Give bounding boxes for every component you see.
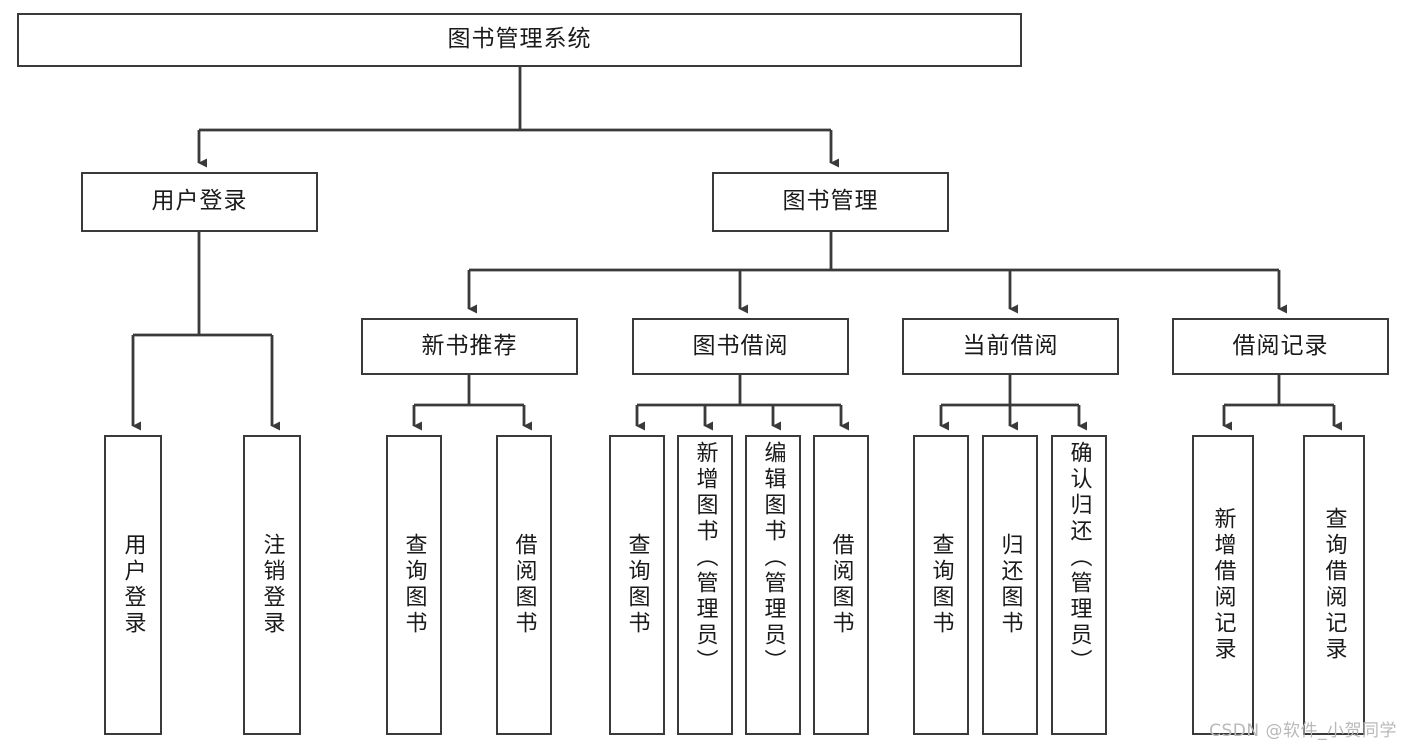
node-book-management[interactable]: 图书管理 <box>712 172 949 232</box>
leaf-record-add-borrow-record[interactable]: 新增借阅记录 <box>1192 435 1254 735</box>
node-current-borrow[interactable]: 当前借阅 <box>902 318 1119 375</box>
node-borrow-record[interactable]: 借阅记录 <box>1172 318 1389 375</box>
leaf-new-book-borrow-book[interactable]: 借阅图书 <box>496 435 552 735</box>
leaf-borrow-query-book-label: 查询图书 <box>624 533 650 637</box>
leaf-current-confirm-return-admin[interactable]: 确认归还（管理员） <box>1051 435 1107 735</box>
leaf-record-query-borrow-record-label: 查询借阅记录 <box>1321 507 1347 663</box>
csdn-watermark: CSDN @软件_小贺同学 <box>1209 721 1397 741</box>
leaf-borrow-borrow-book-label: 借阅图书 <box>828 533 854 637</box>
leaf-new-book-query-book-label: 查询图书 <box>401 533 427 637</box>
leaf-borrow-edit-book-admin[interactable]: 编辑图书（管理员） <box>745 435 801 735</box>
leaf-user-login-logout[interactable]: 注销登录 <box>243 435 301 735</box>
node-book-borrow[interactable]: 图书借阅 <box>632 318 849 375</box>
leaf-user-login-logout-label: 注销登录 <box>259 533 285 637</box>
leaf-new-book-query-book[interactable]: 查询图书 <box>386 435 442 735</box>
leaf-borrow-add-book-admin-label: 新增图书（管理员） <box>692 441 718 675</box>
leaf-borrow-borrow-book[interactable]: 借阅图书 <box>813 435 869 735</box>
leaf-current-query-book-label: 查询图书 <box>928 533 954 637</box>
leaf-borrow-edit-book-admin-label: 编辑图书（管理员） <box>760 441 786 675</box>
leaf-new-book-borrow-book-label: 借阅图书 <box>511 533 537 637</box>
leaf-borrow-add-book-admin[interactable]: 新增图书（管理员） <box>677 435 733 735</box>
node-new-book-recommend-label: 新书推荐 <box>421 332 518 359</box>
leaf-current-confirm-return-admin-label: 确认归还（管理员） <box>1066 441 1092 675</box>
leaf-current-return-book[interactable]: 归还图书 <box>982 435 1038 735</box>
node-root-book-management-system[interactable]: 图书管理系统 <box>17 13 1022 67</box>
leaf-record-query-borrow-record[interactable]: 查询借阅记录 <box>1303 435 1365 735</box>
node-user-login-label: 用户登录 <box>151 188 248 215</box>
leaf-record-add-borrow-record-label: 新增借阅记录 <box>1210 507 1236 663</box>
leaf-borrow-query-book[interactable]: 查询图书 <box>609 435 665 735</box>
leaf-user-login-login-label: 用户登录 <box>120 533 146 637</box>
node-book-borrow-label: 图书借阅 <box>692 332 789 359</box>
node-root-label: 图书管理系统 <box>447 26 592 53</box>
leaf-current-query-book[interactable]: 查询图书 <box>913 435 969 735</box>
node-borrow-record-label: 借阅记录 <box>1232 332 1329 359</box>
leaf-user-login-login[interactable]: 用户登录 <box>104 435 162 735</box>
node-user-login[interactable]: 用户登录 <box>81 172 318 232</box>
node-new-book-recommend[interactable]: 新书推荐 <box>361 318 578 375</box>
node-book-management-label: 图书管理 <box>782 188 879 215</box>
leaf-current-return-book-label: 归还图书 <box>997 533 1023 637</box>
node-current-borrow-label: 当前借阅 <box>962 332 1059 359</box>
